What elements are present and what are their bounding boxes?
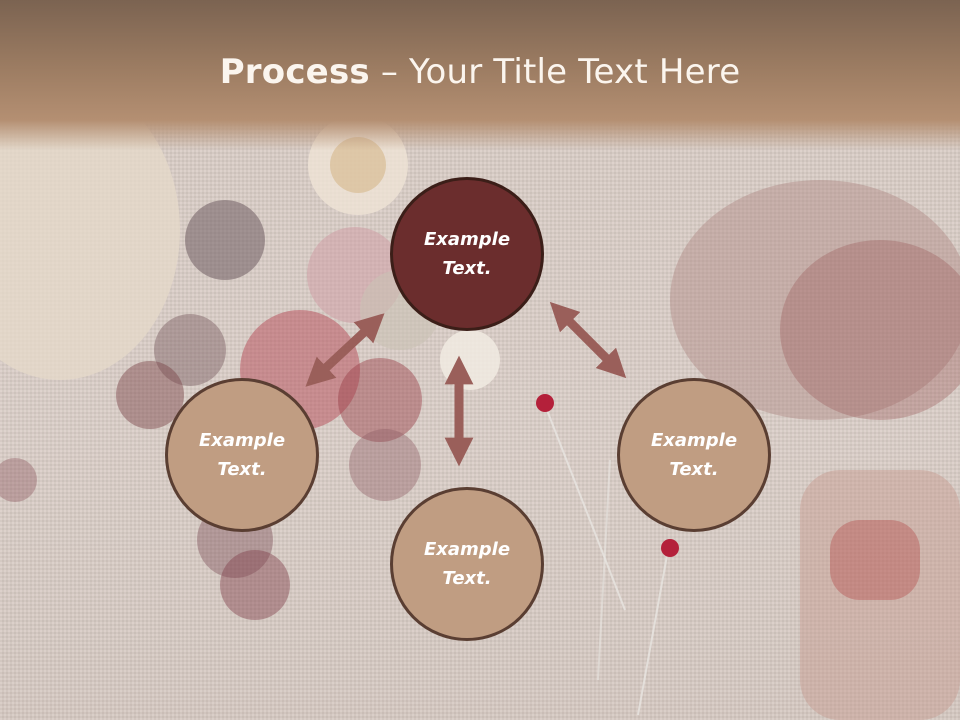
- process-node-center: Example Text.: [390, 177, 544, 331]
- node-label: Example Text.: [423, 539, 511, 589]
- arrow-top-left: [305, 313, 385, 387]
- node-label: Example Text.: [423, 229, 511, 279]
- title-band: [0, 0, 960, 150]
- title-rest: – Your Title Text Here: [369, 52, 741, 92]
- process-node-left: Example Text.: [165, 378, 319, 532]
- process-node-right: Example Text.: [617, 378, 771, 532]
- node-label: Example Text.: [650, 430, 738, 480]
- title-bold: Process: [219, 52, 370, 92]
- arrow-top-right: [549, 301, 627, 379]
- slide-title: Process – Your Title Text Here: [0, 52, 960, 92]
- node-label: Example Text.: [198, 430, 286, 480]
- process-node-bottom: Example Text.: [390, 487, 544, 641]
